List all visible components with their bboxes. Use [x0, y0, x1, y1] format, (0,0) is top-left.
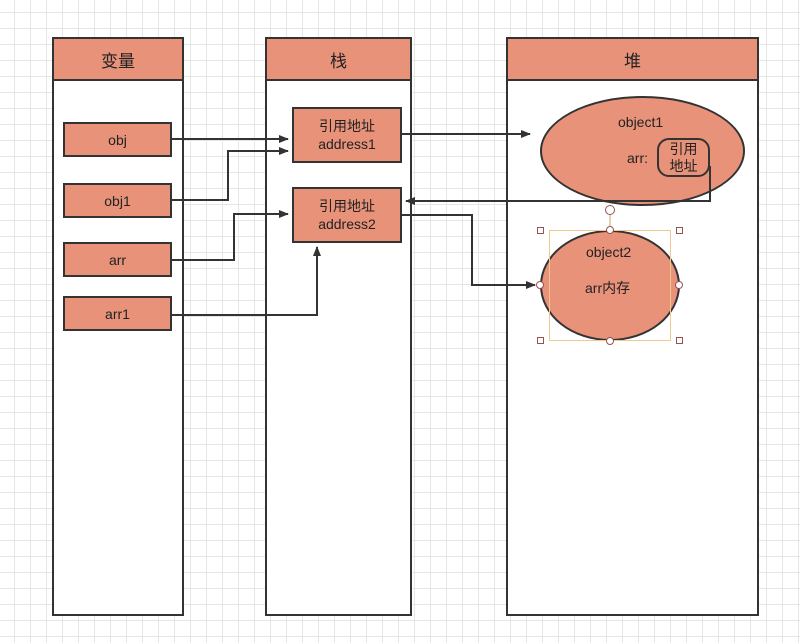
stack-ref-address2-line1: 引用地址 — [319, 198, 375, 214]
heap-object2[interactable] — [540, 230, 680, 341]
heap-object1-ref-line2: 地址 — [669, 157, 698, 174]
heap-object1-ref-line1: 引用 — [669, 140, 698, 157]
stack-ref-address1[interactable]: 引用地址 address1 — [292, 107, 402, 163]
resize-handle-top-left[interactable] — [537, 227, 544, 234]
rotation-handle[interactable] — [605, 205, 615, 215]
connection-point-left[interactable] — [536, 281, 544, 289]
stack-lane-title: 栈 — [267, 39, 410, 81]
arrow-obj1-to-address1 — [172, 147, 289, 201]
heap-object1-ref-pill[interactable]: 引用 地址 — [657, 138, 710, 177]
resize-handle-top-right[interactable] — [676, 227, 683, 234]
connection-point-right[interactable] — [675, 281, 683, 289]
variables-lane-title: 变量 — [54, 39, 182, 81]
connection-point-bottom[interactable] — [606, 337, 614, 345]
variable-arr1[interactable]: arr1 — [63, 296, 172, 331]
connection-point-top[interactable] — [606, 226, 614, 234]
variable-obj[interactable]: obj — [63, 122, 172, 157]
heap-lane-title: 堆 — [508, 39, 757, 81]
stack-ref-address1-line2: address1 — [318, 136, 376, 152]
heap-object1-name: object1 — [618, 114, 664, 130]
heap-object2-content: arr内存 — [585, 280, 631, 296]
heap-object1-field: arr: — [627, 150, 648, 166]
arrow-object1-ref-to-address2 — [405, 166, 711, 205]
stack-ref-address1-line1: 引用地址 — [319, 118, 375, 134]
variable-arr[interactable]: arr — [63, 242, 172, 277]
stack-ref-address2[interactable]: 引用地址 address2 — [292, 187, 402, 243]
resize-handle-bottom-left[interactable] — [537, 337, 544, 344]
heap-object2-name: object2 — [586, 244, 632, 260]
variable-obj1[interactable]: obj1 — [63, 183, 172, 218]
stack-ref-address2-line2: address2 — [318, 216, 376, 232]
arrow-arr1-to-address2 — [172, 246, 321, 316]
selection-frame — [549, 230, 671, 341]
resize-handle-bottom-right[interactable] — [676, 337, 683, 344]
arrow-arr-to-address2 — [172, 210, 289, 261]
arrow-address2-to-object2 — [402, 214, 536, 289]
